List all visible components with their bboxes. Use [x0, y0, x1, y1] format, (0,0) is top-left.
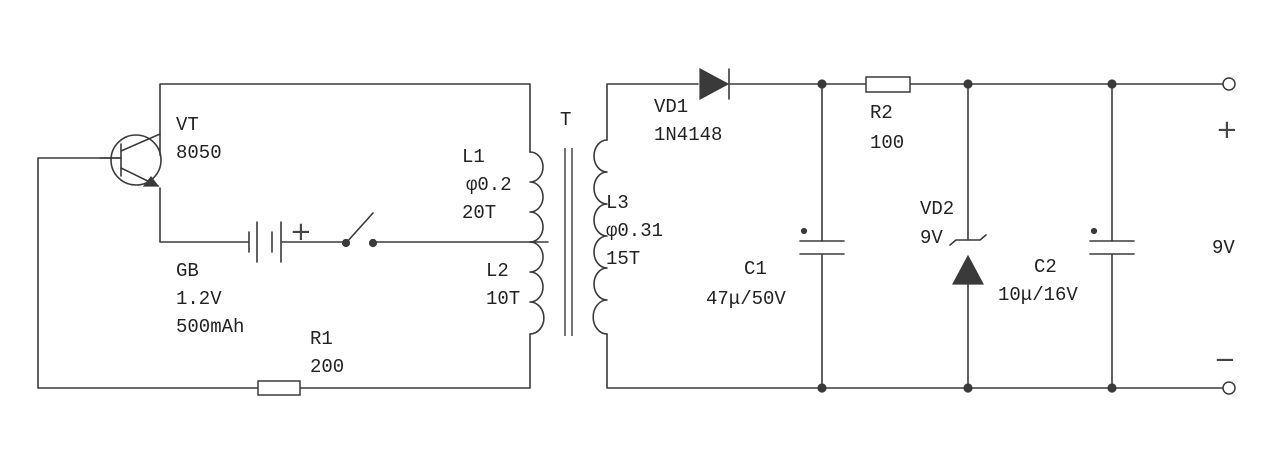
- diode-vd1: [699, 67, 730, 101]
- label-r1-value: 200: [310, 356, 344, 378]
- label-vd2-name: VD2: [920, 198, 954, 220]
- battery-plus-sign: +: [290, 217, 312, 247]
- label-gb-capacity: 500mAh: [176, 316, 244, 338]
- label-l3-turns: 15T: [606, 248, 640, 270]
- coil-l3: [592, 139, 608, 335]
- label-l1-name: L1: [462, 146, 485, 168]
- label-c2-value: 10μ/16V: [998, 284, 1078, 306]
- label-vt-name: VT: [176, 114, 199, 136]
- resistor-r1: [257, 380, 301, 396]
- secondary-wiring: [606, 83, 1223, 389]
- label-output-voltage: 9V: [1212, 237, 1235, 259]
- transistor-vt: [99, 133, 162, 187]
- label-gb-name: GB: [176, 260, 199, 282]
- label-l1-turns: 20T: [462, 202, 496, 224]
- label-l3-wire: φ0.31: [606, 220, 663, 242]
- label-l3-name: L3: [606, 192, 629, 214]
- resistor-r2: [865, 76, 911, 93]
- output-minus-sign: −: [1214, 345, 1236, 375]
- label-vt-part: 8050: [176, 142, 222, 164]
- capacitor-c1: [799, 227, 845, 255]
- power-switch: [341, 212, 378, 248]
- label-c1-name: C1: [744, 258, 767, 280]
- label-vd1-part: 1N4148: [654, 124, 722, 146]
- label-l2-turns: 10T: [486, 288, 520, 310]
- label-t-name: T: [560, 109, 571, 131]
- battery-gb: [248, 221, 282, 263]
- zener-diode-vd2: [949, 234, 987, 285]
- label-r1-name: R1: [310, 328, 333, 350]
- capacitor-c2: [1089, 227, 1135, 255]
- label-c1-value: 47μ/50V: [706, 288, 786, 310]
- label-vd2-value: 9V: [920, 227, 943, 249]
- label-l1-wire: φ0.2: [466, 174, 512, 196]
- label-r2-value: 100: [870, 132, 904, 154]
- label-gb-voltage: 1.2V: [176, 288, 222, 310]
- label-vd1-name: VD1: [654, 96, 688, 118]
- label-r2-name: R2: [870, 102, 893, 124]
- coil-l1: [529, 151, 544, 243]
- label-c2-name: C2: [1034, 256, 1057, 278]
- output-terminal-negative: [1222, 381, 1236, 395]
- coil-l2: [529, 241, 545, 335]
- output-terminal-positive: [1222, 77, 1236, 91]
- junction-dots: [817, 79, 1117, 393]
- transformer-t: [529, 139, 608, 336]
- primary-wiring: [37, 83, 549, 389]
- output-plus-sign: +: [1216, 115, 1238, 145]
- label-l2-name: L2: [486, 260, 509, 282]
